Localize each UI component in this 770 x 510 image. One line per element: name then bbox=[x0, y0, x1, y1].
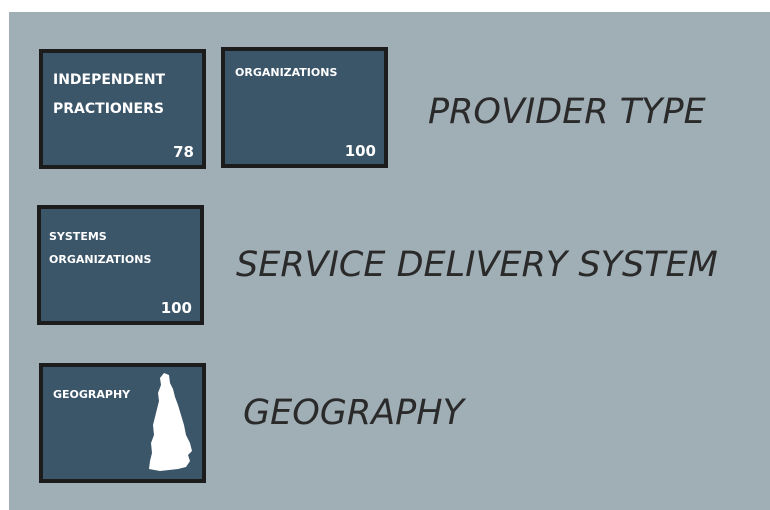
provider-type-label: PROVIDER TYPE bbox=[428, 92, 706, 132]
tile-label-line: Practioners bbox=[53, 94, 164, 118]
service-delivery-system-label: SERVICE DELIVERY SYSTEM bbox=[236, 245, 718, 285]
tile-label: Independent Practioners bbox=[53, 63, 165, 121]
geography-tile[interactable]: Geography bbox=[39, 363, 206, 483]
tile-label-line: Systems bbox=[49, 225, 107, 244]
new-hampshire-map-icon bbox=[149, 373, 192, 471]
systems-organizations-tile[interactable]: Systems Organizations 100 bbox=[37, 205, 204, 325]
tile-count: 100 bbox=[160, 299, 192, 317]
tile-count: 100 bbox=[344, 142, 376, 160]
tile-count: 78 bbox=[173, 143, 194, 161]
diagram-canvas: Independent Practioners 78 Organizations… bbox=[9, 12, 770, 510]
independent-practioners-tile[interactable]: Independent Practioners 78 bbox=[39, 49, 206, 169]
organizations-tile[interactable]: Organizations 100 bbox=[221, 47, 388, 168]
geography-label: GEOGRAPHY bbox=[243, 393, 464, 433]
tile-label-line: Independent bbox=[53, 65, 166, 89]
tile-label: Systems Organizations bbox=[49, 223, 151, 269]
tile-label: Organizations bbox=[235, 59, 337, 82]
tile-label-line: Organizations bbox=[49, 248, 152, 268]
tile-label-line: Geography bbox=[53, 383, 131, 402]
tile-label: Geography bbox=[53, 381, 130, 404]
tile-label-line: Organizations bbox=[235, 61, 338, 80]
